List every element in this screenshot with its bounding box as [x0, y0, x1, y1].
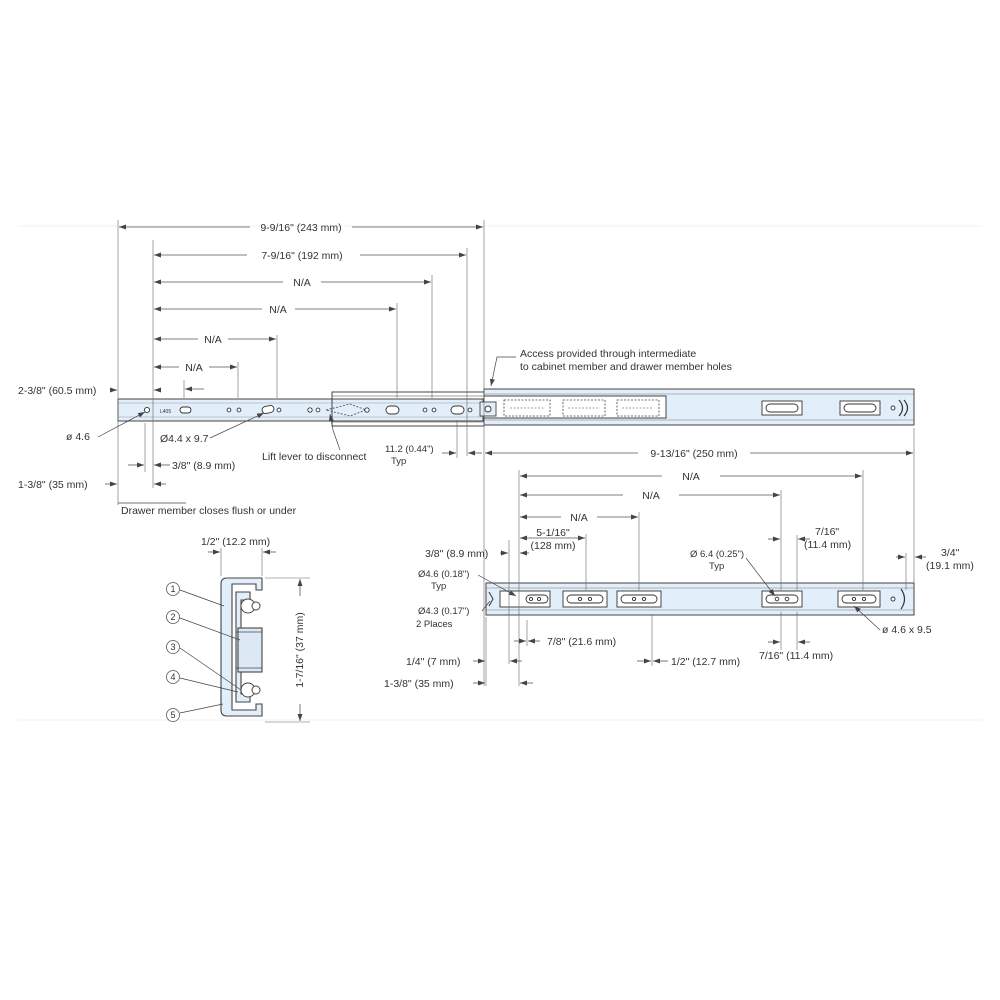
cabinet-na-label-1: N/A	[682, 471, 700, 483]
cabinet-hole43-a: Ø4.3 (0.17")	[418, 606, 469, 617]
cabinet-member-dimensions: N/A N/A N/A 5-1/16" (128 mm) 7/16" (11.4…	[384, 470, 974, 690]
cabinet-128-label-b: (128 mm)	[531, 540, 576, 552]
hole-dia-label: ø 4.6	[66, 431, 90, 443]
gap-typ-label: Typ	[391, 456, 406, 467]
cabinet-na-label-2: N/A	[642, 490, 660, 502]
drawer-slot-label: Ø4.4 x 9.7	[160, 433, 209, 445]
na-label-1: N/A	[293, 277, 311, 289]
cabinet-three-eighths-label: 3/8" (8.9 mm)	[425, 548, 488, 560]
cabinet-half-label: 1/2" (12.7 mm)	[671, 656, 740, 668]
cabinet-member-assembled	[479, 388, 915, 426]
drawer-member: L405	[117, 391, 485, 427]
cabinet-seven-eighths-label: 7/8" (21.6 mm)	[547, 636, 616, 648]
overall-length-label: 9-9/16" (243 mm)	[260, 222, 341, 234]
bubble-3: 3	[170, 642, 175, 652]
cabinet-hole64-b: Typ	[709, 561, 724, 572]
na-label-3: N/A	[204, 334, 222, 346]
access-note-line1: Access provided through intermediate	[520, 348, 696, 360]
gap-value-label: 11.2 (0.44")	[385, 444, 434, 455]
lift-lever-note: Lift lever to disconnect	[262, 451, 367, 463]
bubble-4: 4	[170, 672, 175, 682]
top-dimensions: 9-9/16" (243 mm) 7-9/16" (192 mm) N/A N/…	[18, 220, 485, 686]
drawer-slot	[179, 406, 192, 414]
cabinet-three-quarter-b: (19.1 mm)	[926, 560, 974, 572]
cabinet-one-three-eighths-label: 1-3/8" (35 mm)	[384, 678, 454, 690]
lift-lever	[325, 403, 368, 417]
front-setback-label: 2-3/8" (60.5 mm)	[18, 385, 96, 397]
cabinet-hole46-a: Ø4.6 (0.18")	[418, 569, 469, 580]
drawer-one-three-eighths-label: 1-3/8" (35 mm)	[18, 479, 88, 491]
drawer-member-logo: L405	[160, 409, 171, 415]
cabinet-128-label-a: 5-1/16"	[536, 527, 570, 539]
access-callout: Access provided through intermediate to …	[385, 348, 915, 585]
drawer-member-callouts: ø 4.6 Ø4.4 x 9.7 3/8" (8.9 mm) 1-3/8" (3…	[18, 411, 367, 517]
cabinet-seven-sixteenths-bottom: 7/16" (11.4 mm)	[759, 650, 833, 662]
cabinet-hole64-a: Ø 6.4 (0.25")	[690, 549, 744, 560]
na-label-4: N/A	[185, 362, 203, 374]
spacing-192-label: 7-9/16" (192 mm)	[261, 250, 342, 262]
access-note-line2: to cabinet member and drawer member hole…	[520, 361, 732, 373]
cabinet-na-label-3: N/A	[570, 512, 588, 524]
section-view: 1/2" (12.2 mm) 1-7/16" (37 mm) 1 2 3 4 5	[166, 536, 310, 723]
cabinet-seven-sixteenths-a: 7/16"	[815, 526, 839, 538]
bubble-2: 2	[170, 612, 175, 622]
cabinet-hole46-b: Typ	[431, 581, 446, 592]
bubble-5: 5	[170, 710, 175, 720]
na-label-2: N/A	[269, 304, 287, 316]
front-hole	[143, 406, 151, 414]
bubble-1: 1	[170, 584, 175, 594]
cabinet-hole43-b: 2 Places	[416, 619, 453, 630]
section-height-label: 1-7/16" (37 mm)	[294, 612, 306, 688]
cabinet-seven-sixteenths-b: (11.4 mm)	[804, 539, 851, 551]
drawer-three-eighths-label: 3/8" (8.9 mm)	[172, 460, 235, 472]
cabinet-length-label: 9-13/16" (250 mm)	[650, 448, 737, 460]
cabinet-member-detail	[485, 582, 915, 616]
cabinet-three-quarter-a: 3/4"	[941, 547, 960, 559]
closes-flush-note: Drawer member closes flush or under	[121, 505, 297, 517]
cabinet-slot-label: ø 4.6 x 9.5	[882, 624, 932, 636]
cabinet-quarter-label: 1/4" (7 mm)	[406, 656, 460, 668]
section-width-label: 1/2" (12.2 mm)	[201, 536, 270, 548]
